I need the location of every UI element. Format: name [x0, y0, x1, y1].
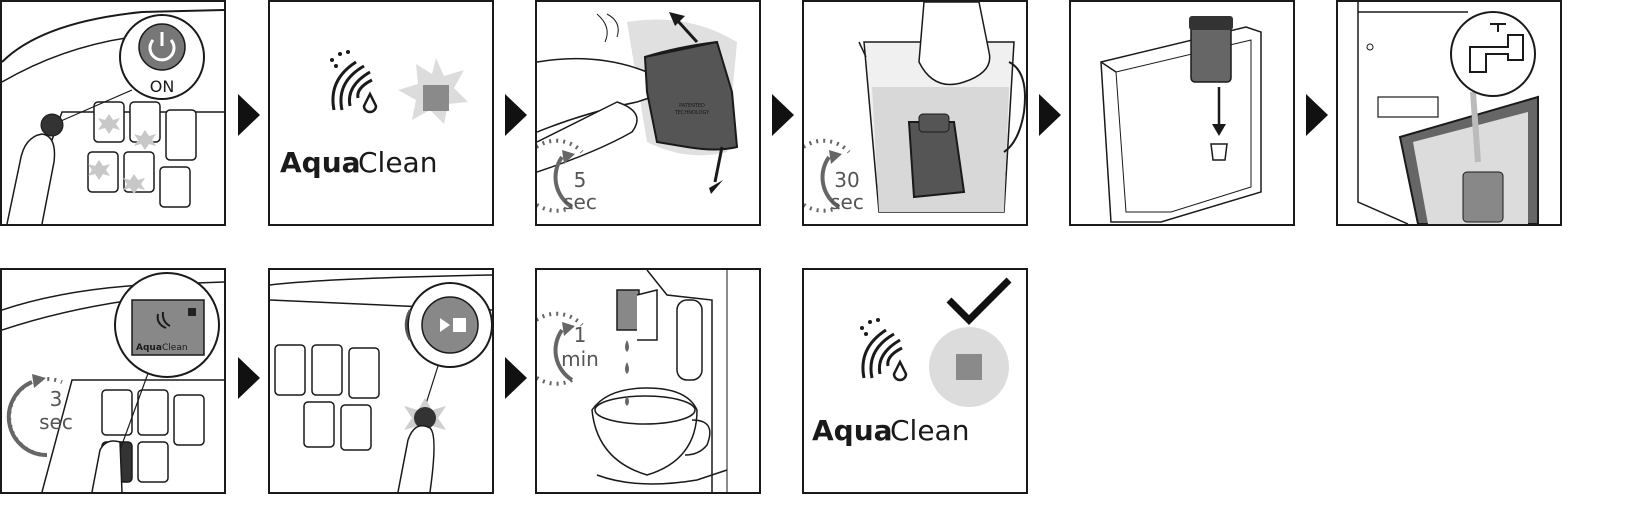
tap-icon [1469, 23, 1524, 73]
next-arrow-icon [505, 357, 527, 399]
check-icon [946, 277, 1012, 325]
next-arrow-icon [772, 94, 794, 136]
step-4-illustration: 30 sec [804, 2, 1026, 214]
aqua-clean-filter-icon [331, 60, 378, 114]
clean-label: Clean [162, 343, 188, 353]
next-arrow-icon [505, 94, 527, 136]
aqua-label: Aqua [136, 343, 162, 353]
step-1-panel: ON [0, 0, 226, 226]
timer-value: 1 [574, 323, 587, 347]
next-arrow-icon [1306, 94, 1328, 136]
timer-unit: min [561, 347, 599, 371]
step-10-panel: Aqua Clean [802, 268, 1028, 494]
step-7-illustration: Aqua Clean 3 sec [2, 272, 224, 492]
step-2-panel: Aqua Clean [268, 0, 494, 226]
clean-label: Clean [890, 414, 969, 447]
filter-print-2: TECHNOLOGY [674, 110, 710, 116]
step-5-panel [1069, 0, 1295, 226]
timer-icon [537, 138, 584, 213]
next-arrow-icon [238, 94, 260, 136]
timer-unit: sec [39, 410, 73, 434]
timer-unit: sec [830, 190, 864, 214]
timer-icon [6, 374, 63, 458]
filter-print-1: PATENTED [679, 103, 705, 109]
timer-unit: sec [563, 190, 597, 214]
power-icon [138, 23, 186, 71]
aqua-clean-filter-icon [861, 328, 908, 382]
step-7-panel: Aqua Clean 3 sec [0, 268, 226, 494]
step-9-panel: 1 min [535, 268, 761, 494]
timer-icon [537, 311, 584, 386]
next-arrow-icon [238, 357, 260, 399]
next-arrow-icon [1039, 94, 1061, 136]
step-1-illustration: ON [2, 9, 224, 224]
timer-icon [804, 138, 851, 213]
aqua-label: Aqua [812, 414, 893, 447]
clean-label: Clean [358, 146, 437, 179]
aqua-label: Aqua [280, 146, 361, 179]
step-3-panel: PATENTED TECHNOLOGY 5 sec [535, 0, 761, 226]
timer-value: 5 [574, 168, 587, 192]
timer-value: 3 [50, 387, 63, 411]
step-6-illustration [1357, 2, 1539, 224]
step-6-panel [1336, 0, 1562, 226]
step-3-illustration: PATENTED TECHNOLOGY 5 sec [537, 12, 739, 214]
step-2-illustration: Aqua Clean [280, 50, 468, 179]
on-label: ON [150, 77, 175, 96]
step-8-illustration [270, 274, 492, 492]
step-4-panel: 30 sec [802, 0, 1028, 226]
step-10-illustration: Aqua Clean [812, 277, 1012, 447]
timer-value: 30 [834, 168, 859, 192]
step-9-illustration: 1 min [537, 270, 728, 492]
step-8-panel [268, 268, 494, 494]
step-5-illustration [1100, 16, 1262, 223]
